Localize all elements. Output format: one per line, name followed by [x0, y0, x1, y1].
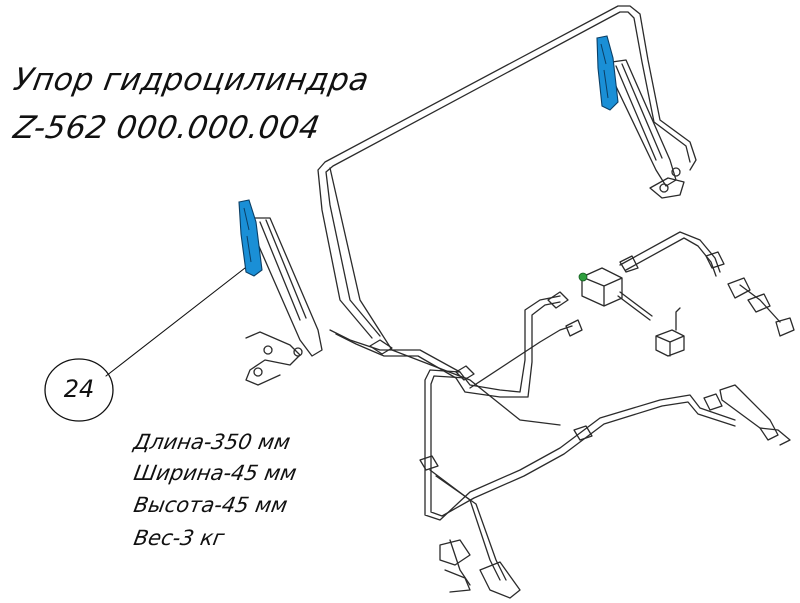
- right-stop-highlight: [596, 35, 619, 111]
- fitting-5: [419, 455, 439, 471]
- fitting-2: [547, 291, 569, 309]
- pipe-upper-loop-inner: [325, 11, 691, 337]
- pipe-long-diagonal: [329, 167, 561, 426]
- right-bolt-1: [659, 183, 669, 193]
- valve-box: [655, 329, 685, 357]
- fitting-8: [619, 255, 639, 273]
- title-line-1: Упор гидроцилиндра: [10, 62, 372, 98]
- right-stop-slot: [600, 43, 609, 99]
- right-cylinder-body: [611, 59, 677, 187]
- fitting-3: [565, 319, 583, 337]
- left-cylinder-body: [253, 217, 323, 357]
- spec-length: Длина-350 мм: [131, 430, 293, 454]
- valve-rod: [617, 291, 653, 321]
- spec-width: Ширина-45 мм: [131, 461, 299, 485]
- right-bolt-2: [671, 167, 681, 177]
- pipe-lower-1: [424, 369, 736, 521]
- hose-right-1: [727, 277, 751, 299]
- pipe-lower-2: [430, 375, 736, 517]
- fitting-7: [705, 251, 725, 269]
- valve-marker: [578, 272, 588, 282]
- pipe-center-1: [329, 295, 561, 393]
- bottom-actuator: [479, 561, 521, 599]
- spec-weight: Вес-3 кг: [131, 526, 227, 550]
- valve-antenna: [675, 307, 681, 331]
- right-cylinder-rod: [615, 63, 663, 161]
- left-bolt-3: [253, 367, 263, 377]
- hose-right-2: [747, 293, 771, 313]
- callout-leader: [105, 267, 246, 377]
- valve-block: [581, 267, 623, 307]
- pipe-lower-5: [449, 539, 471, 586]
- pipe-center-3: [469, 325, 573, 389]
- fitting-4: [455, 365, 475, 381]
- callout-number: 24: [63, 375, 95, 403]
- right-bracket: [649, 177, 685, 199]
- left-stop-slot: [243, 207, 252, 263]
- hose-right-3: [775, 317, 795, 337]
- left-bracket: [245, 331, 301, 386]
- left-stop-highlight: [238, 199, 263, 277]
- pipe-center-2: [335, 301, 561, 398]
- pipe-right-1: [619, 231, 721, 273]
- callout-circle: [44, 358, 114, 422]
- pipe-right-2: [625, 237, 717, 277]
- right-lower-actuator: [719, 384, 779, 441]
- fitting-9: [703, 393, 723, 411]
- fitting-6: [573, 425, 593, 441]
- left-bolt-1: [263, 345, 273, 355]
- title-line-2: Z-562 000.000.004: [10, 110, 323, 146]
- left-bolt-2: [293, 347, 303, 357]
- pipe-right-3: [739, 284, 781, 323]
- spec-height: Высота-45 мм: [131, 493, 290, 517]
- bottom-bracket: [439, 539, 471, 593]
- fitting-1: [369, 339, 393, 355]
- pipe-upper-loop: [317, 5, 697, 339]
- left-cylinder-rod: [259, 219, 307, 321]
- pipe-lower-3: [429, 469, 501, 581]
- pipe-lower-4: [435, 475, 507, 581]
- right-lower-clamp: [759, 427, 791, 446]
